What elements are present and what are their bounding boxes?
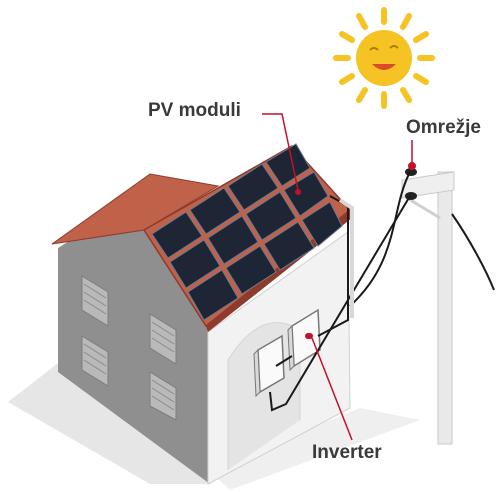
callout-lines xyxy=(262,113,413,441)
sun-icon xyxy=(333,7,435,109)
ground-shadow-right xyxy=(208,408,420,490)
shutter-slats xyxy=(83,283,175,411)
callout-dot-inverter xyxy=(307,333,313,339)
side-windows xyxy=(81,275,177,421)
inverter-box xyxy=(287,308,321,372)
insulator-bottom xyxy=(405,192,417,200)
callout-dot-pv xyxy=(295,189,301,195)
cable-conduit xyxy=(338,198,354,318)
ground-shadow xyxy=(8,360,208,484)
pv-modules-label: PV moduli xyxy=(148,100,241,121)
meter-box xyxy=(253,334,285,398)
cables xyxy=(269,171,495,412)
roof-left-slope xyxy=(51,173,220,245)
inverter-label: Inverter xyxy=(312,442,382,463)
grid-label: Omrežje xyxy=(406,117,481,138)
utility-pole xyxy=(401,162,455,445)
solar-panel-array xyxy=(151,143,343,321)
